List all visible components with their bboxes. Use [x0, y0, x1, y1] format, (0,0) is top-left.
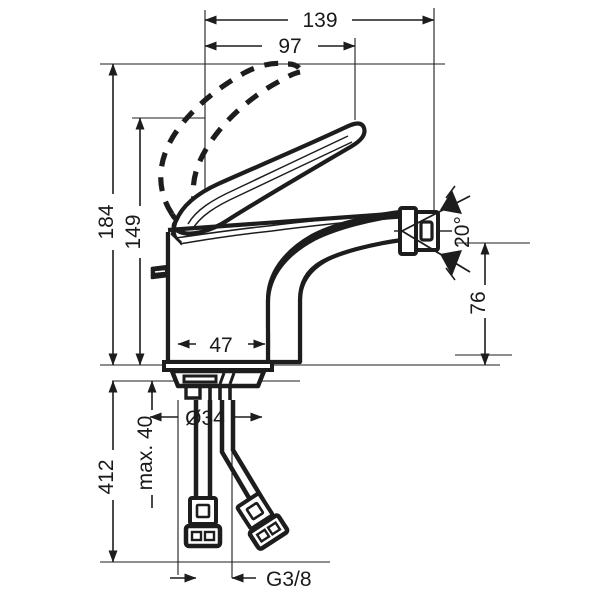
faucet-body [150, 60, 452, 551]
popup-waste-lever [150, 264, 170, 280]
dim-label-max40: max. 40 [134, 416, 157, 491]
dim-label-20deg: 20° [451, 216, 474, 248]
dim-label-47: 47 [209, 334, 232, 357]
dim-label-97: 97 [278, 35, 301, 58]
dimension-lines [108, 15, 490, 583]
extension-lines [100, 8, 530, 578]
dim-20deg [401, 185, 471, 281]
dimension-labels: 139 97 184 149 47 Ø34 412 max. 40 20° 76… [95, 9, 490, 591]
dim-label-412: 412 [95, 459, 118, 494]
dim-label-76: 76 [467, 291, 490, 314]
base-plate [162, 360, 274, 400]
hose-connector-right [235, 491, 290, 551]
dim-label-g38: G3/8 [266, 568, 312, 591]
dim-label-d34: Ø34 [185, 407, 225, 430]
hose-connector-left [183, 496, 223, 549]
dim-label-149: 149 [122, 214, 145, 249]
dim-label-139: 139 [302, 9, 337, 32]
mixer-body [165, 209, 407, 365]
dim-label-184: 184 [95, 204, 118, 239]
supply-hoses [183, 400, 290, 551]
